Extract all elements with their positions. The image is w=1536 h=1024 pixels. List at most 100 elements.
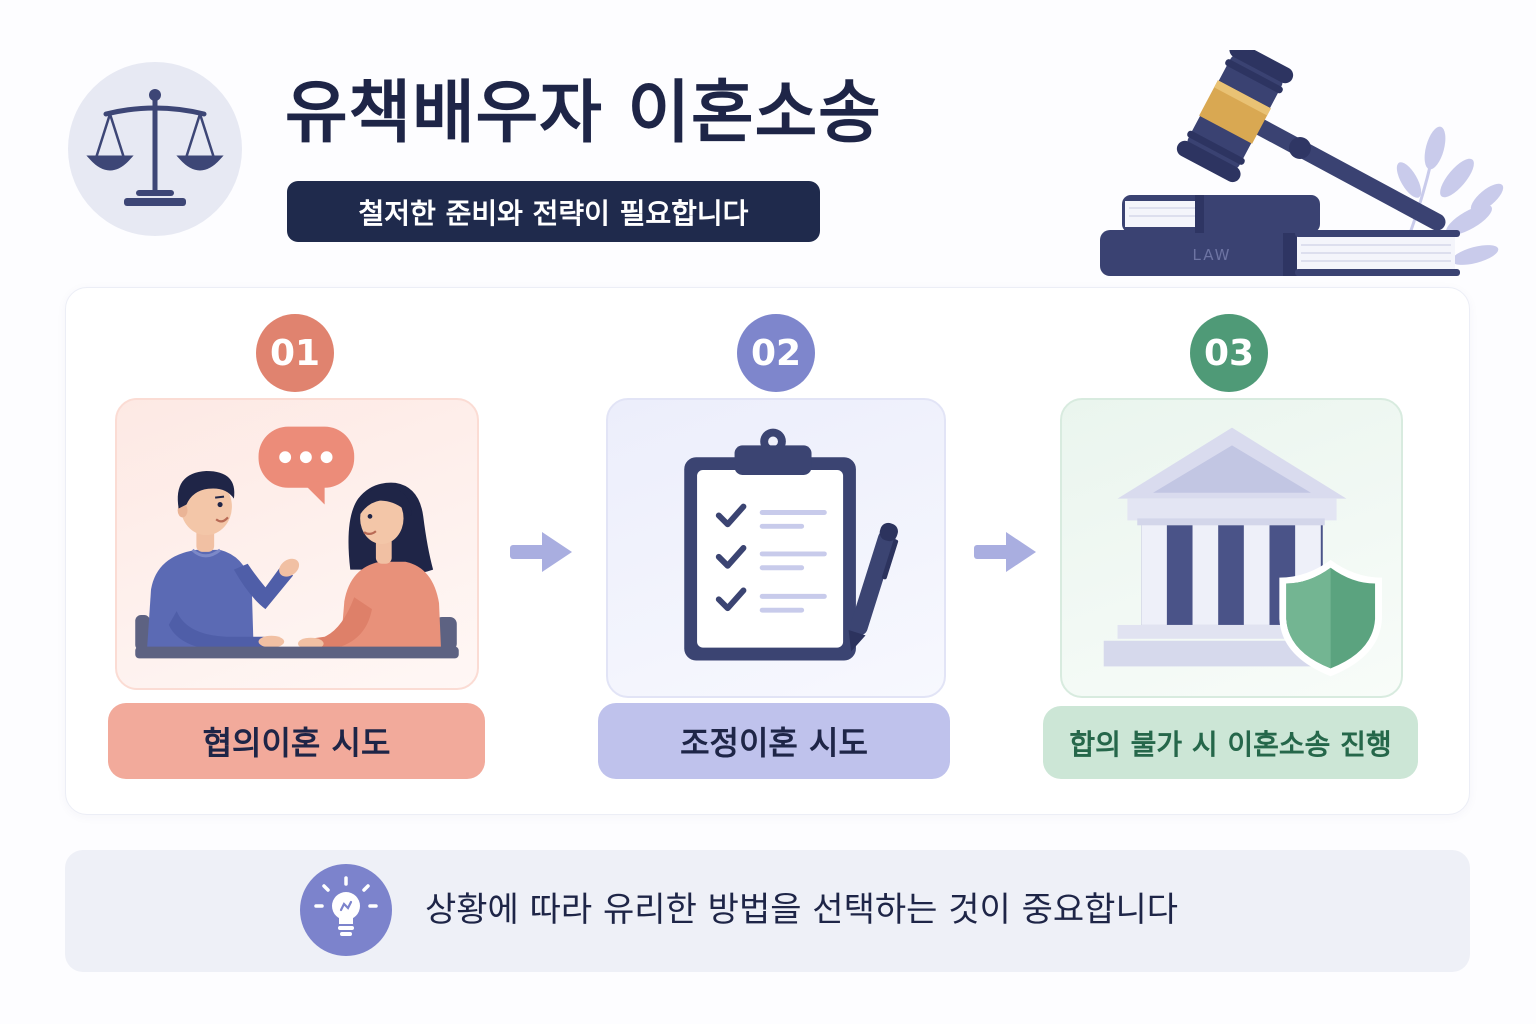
man-brow [215, 495, 225, 499]
book-pages [1125, 201, 1197, 227]
clip-hole [768, 436, 778, 447]
check-icon [715, 503, 747, 528]
woman-bangs [360, 486, 412, 517]
bulb-filament [339, 900, 353, 912]
scales-shape [86, 89, 224, 206]
step-badge-1: 01 [256, 314, 334, 392]
woman-eye [367, 514, 373, 519]
scales-left-pan [86, 155, 134, 171]
leaf-branch-icon [1393, 126, 1504, 273]
bubble-tail [302, 480, 325, 505]
clipboard-checklist-icon [684, 428, 899, 661]
courthouse-shield-icon [1103, 427, 1382, 677]
courthouse-entablature [1127, 498, 1337, 521]
courthouse-icon [1103, 427, 1347, 667]
scales-base [124, 198, 186, 206]
clipboard-clip [734, 445, 812, 475]
scales-string [108, 112, 126, 160]
book-spine-band [1283, 230, 1297, 276]
book-label: LAW [1193, 246, 1232, 264]
checklist-lines [759, 510, 827, 613]
gavel-handle [1231, 107, 1446, 231]
woman-arm [310, 597, 372, 651]
arrow-right-icon [972, 528, 1038, 576]
pen-cap [879, 522, 898, 542]
column-capitals [1137, 518, 1325, 526]
bubble-dot [299, 451, 312, 464]
bulb-base [338, 926, 354, 930]
gavel-band-highlight [1214, 80, 1271, 116]
page-title: 유책배우자 이혼소송 [285, 74, 882, 153]
lightbulb-badge [300, 864, 392, 956]
scales-string [184, 112, 202, 160]
woman-smile [363, 530, 377, 535]
bulb-neck [339, 914, 353, 924]
gavel-collar [1289, 137, 1311, 159]
scales-of-justice-icon [86, 89, 224, 206]
scales-string [94, 112, 112, 160]
shield-icon [1279, 559, 1382, 677]
arrow-shape [510, 532, 572, 572]
gavel-end-cap [1229, 50, 1294, 84]
lightbulb-icon [314, 876, 378, 936]
man-resting-hand [258, 635, 285, 648]
man-figure [147, 471, 300, 651]
man-eye [217, 501, 223, 508]
bulb-rays [314, 876, 378, 908]
woman-figure [297, 482, 441, 651]
leaf [1451, 245, 1499, 265]
step-label-3: 합의 불가 시 이혼소송 진행 [1043, 706, 1418, 779]
arrow-right-icon [508, 528, 574, 576]
gavel-end-cap [1176, 140, 1241, 183]
hero-svg: LAW [1100, 50, 1504, 276]
leaf [1470, 183, 1504, 213]
woman-face [360, 492, 404, 544]
arrow-shape [974, 532, 1036, 572]
check-icon [715, 545, 747, 569]
bulb-base [340, 932, 352, 936]
man-resting-arm [168, 611, 266, 651]
step-label-2: 조정이혼 시도 [598, 703, 950, 779]
woman-hand [297, 637, 324, 650]
step-badge-2: 02 [737, 314, 815, 392]
ray [362, 884, 370, 892]
arrow-shaft [974, 545, 1010, 559]
pen-tip [848, 630, 866, 652]
pen-icon [848, 522, 899, 652]
arrow-head [1006, 532, 1036, 572]
courthouse-column [1141, 520, 1167, 625]
scales-knob [149, 89, 161, 101]
scales-string [198, 112, 216, 160]
scales-beam [103, 105, 207, 117]
arrow-head [542, 532, 572, 572]
pen-clip [881, 539, 899, 580]
leaf [1396, 162, 1422, 198]
book-bottom-cover [1295, 269, 1460, 276]
leaf [1440, 158, 1474, 198]
ray [322, 884, 330, 892]
check-icon [715, 587, 747, 612]
scales-right-pan [176, 155, 224, 171]
man-chair [135, 615, 151, 651]
step-badge-3: 03 [1190, 314, 1268, 392]
checkmarks [715, 503, 747, 612]
table [135, 646, 459, 659]
man-smile [215, 516, 229, 523]
man-hair [177, 471, 235, 509]
scales-base-top [136, 190, 174, 196]
speech-bubble [258, 426, 355, 505]
leaf [1446, 204, 1492, 236]
man-collar [191, 548, 221, 558]
book-top-cover [1295, 230, 1460, 237]
top-book [1122, 195, 1320, 233]
step-card-2 [606, 398, 946, 698]
logo-circle [68, 62, 242, 236]
arrow-shaft [510, 545, 546, 559]
courthouse-column [1243, 520, 1270, 625]
courthouse-pediment [1153, 445, 1311, 493]
step-card-3 [1060, 398, 1403, 698]
gavel-gold-band [1199, 80, 1271, 144]
tip-text: 상황에 따라 유리한 방법을 선택하는 것이 중요합니다 [425, 890, 1179, 930]
man-raised-arm [233, 563, 294, 610]
couple-conversation-icon [135, 426, 459, 659]
